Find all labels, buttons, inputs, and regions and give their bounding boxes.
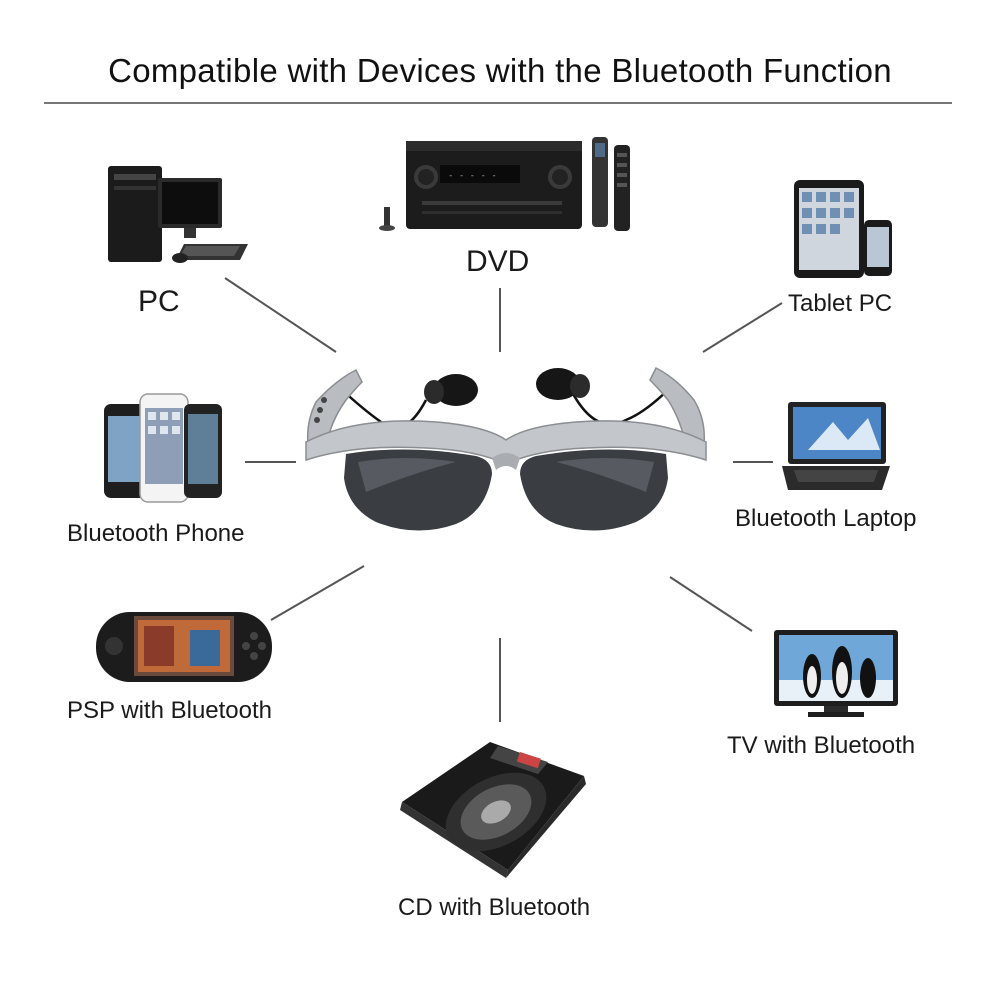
title-divider xyxy=(44,102,952,104)
tablet-icon xyxy=(794,180,892,278)
page-title: Compatible with Devices with the Bluetoo… xyxy=(108,52,892,89)
smartphone-icon xyxy=(104,393,222,503)
device-label-phone: Bluetooth Phone xyxy=(67,520,245,547)
bluetooth-sunglasses-icon xyxy=(305,366,707,531)
device-label-cd: CD with Bluetooth xyxy=(398,894,591,921)
connector-psp xyxy=(270,565,365,621)
cd-player-icon xyxy=(400,742,586,878)
laptop-icon xyxy=(782,402,890,490)
television-icon xyxy=(774,630,898,717)
connector-tablet xyxy=(702,302,783,353)
device-label-tablet: Tablet PC xyxy=(788,290,893,317)
device-label-pc: PC xyxy=(138,285,180,318)
handheld-console-icon xyxy=(96,612,272,682)
device-label-tv: TV with Bluetooth xyxy=(727,732,916,759)
device-label-dvd: DVD xyxy=(466,245,530,278)
desktop-computer-icon xyxy=(108,166,248,263)
connector-tv xyxy=(669,576,753,632)
svg-text:- - - - -: - - - - - xyxy=(448,171,497,181)
device-label-laptop: Bluetooth Laptop xyxy=(735,505,917,532)
av-receiver-icon: - - - - - xyxy=(379,137,630,231)
connector-pc xyxy=(224,277,337,353)
device-label-psp: PSP with Bluetooth xyxy=(67,697,273,724)
